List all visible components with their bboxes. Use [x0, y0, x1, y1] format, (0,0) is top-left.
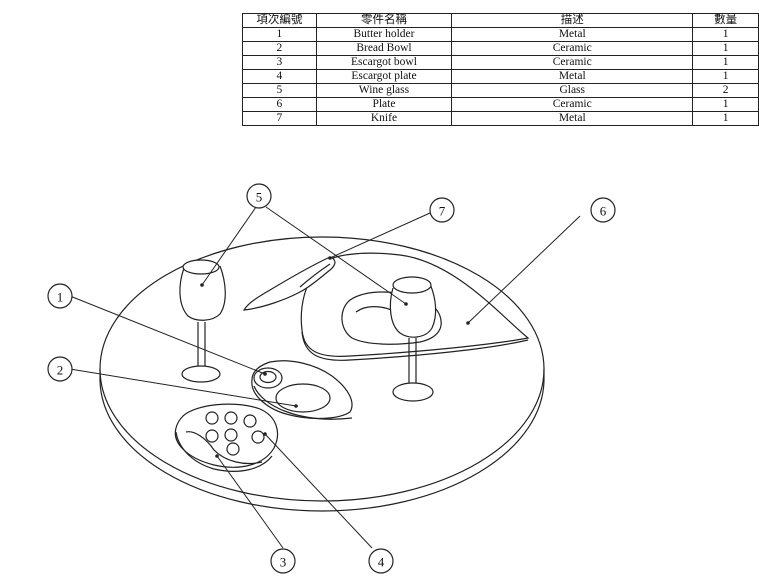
- butter-holder: [253, 367, 283, 389]
- cell-part-name: Knife: [315, 111, 453, 126]
- leader-line-7: [329, 212, 431, 259]
- callout-circle-3: [270, 548, 296, 574]
- cell-description: Metal: [451, 111, 694, 126]
- table-row: 7 Knife Metal 1: [242, 111, 759, 126]
- callout-number-6: 6: [600, 204, 607, 219]
- cell-part-name: Escargot plate: [315, 69, 453, 84]
- callout-number-7: 7: [439, 204, 446, 219]
- cell-part-name: Escargot bowl: [315, 55, 453, 70]
- callout-number-1: 1: [57, 290, 64, 305]
- escargot-bowl: [185, 431, 263, 465]
- leader-line-6: [467, 215, 581, 324]
- leader-dots: [200, 256, 470, 458]
- leader-line-5a: [201, 206, 257, 286]
- callout-circle-1: [47, 283, 73, 309]
- leader-line-1: [69, 295, 266, 375]
- leader-line-2: [69, 368, 297, 407]
- wine-glass-left: [179, 259, 226, 383]
- callout-number-5: 5: [256, 190, 263, 205]
- leader-lines: [69, 206, 581, 549]
- table-row: 4 Escargot plate Metal 1: [242, 69, 759, 84]
- callout-circle-2: [47, 356, 73, 382]
- callout-circle-7: [429, 197, 455, 223]
- callout-circle-6: [590, 197, 616, 223]
- wine-glass-right: [389, 276, 437, 402]
- cell-quantity: 1: [692, 111, 759, 126]
- leader-line-4: [264, 433, 373, 549]
- parts-list-table: 項次編號 零件名稱 描述 數量 1 Butter holder Metal 1 …: [242, 13, 759, 126]
- callout-circle-5: [246, 183, 272, 209]
- callout-number-4: 4: [378, 555, 385, 570]
- callout-circle-4: [368, 548, 394, 574]
- callout-number-2: 2: [57, 363, 64, 378]
- callout-number-3: 3: [280, 555, 287, 570]
- escargot-plate: [174, 403, 279, 472]
- leader-line-3: [216, 455, 284, 549]
- knife-shape: [242, 256, 336, 311]
